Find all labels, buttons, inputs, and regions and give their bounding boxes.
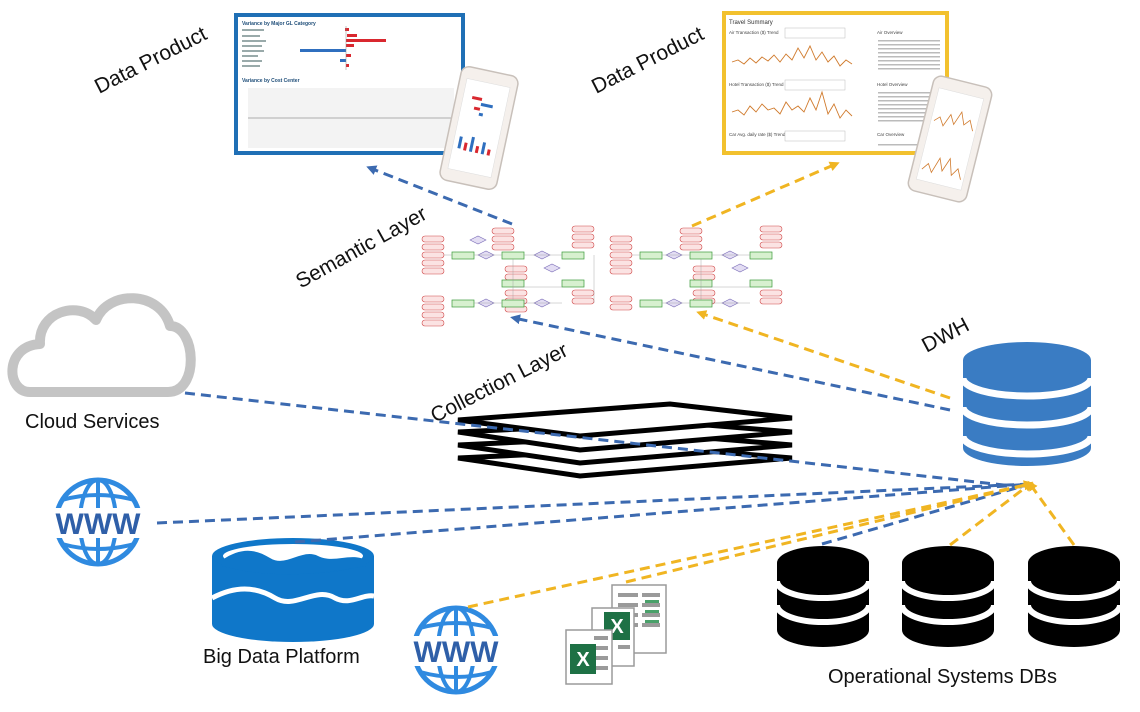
car-trend-title: Car Avg. daily rate ($) Trend	[729, 132, 786, 137]
operational-db-icon-2	[899, 546, 997, 647]
globe-www-icon-top: WWW	[46, 477, 150, 567]
left-chart1-bars	[300, 26, 386, 70]
operational-db-icon-1	[774, 546, 872, 647]
collection-layer-stack	[457, 401, 793, 479]
right-dashboard-title: Travel Summary	[729, 20, 773, 26]
air-overview-title: Air Overview	[877, 30, 903, 35]
excel-x-glyph: X	[576, 649, 590, 671]
air-trend-title: Air Transaction ($) Trend	[729, 30, 779, 35]
globe-www-icon-bottom: WWW	[404, 605, 508, 695]
phone-left-bars	[457, 95, 494, 156]
left-chart1-row-labels	[242, 29, 266, 67]
big-data-platform-label: Big Data Platform	[203, 646, 360, 668]
www-text: WWW	[414, 636, 500, 669]
hotel-overview-title: Hotel Overview	[877, 82, 908, 87]
hotel-trend-line	[731, 90, 853, 119]
operational-dbs-label: Operational Systems DBs	[828, 666, 1057, 688]
cloud-icon	[7, 293, 196, 397]
hotel-trend-title: Hotel Transaction ($) Trend	[729, 82, 784, 87]
yellow-flow-arrows	[467, 161, 1076, 609]
semantic-model-right	[609, 225, 783, 311]
data-product-left-dashboard: Variance by Major GL Category Variance b…	[234, 13, 465, 155]
phone-left	[439, 65, 519, 191]
phone-right	[907, 75, 993, 203]
left-chart2-title: Variance by Cost Center	[242, 78, 300, 84]
left-chart1-title: Variance by Major GL Category	[242, 21, 316, 27]
data-product-right-dashboard: Travel Summary Air Transaction ($) Trend…	[722, 11, 949, 155]
semantic-model-left	[421, 225, 595, 327]
blue-flow-arrows	[156, 165, 1031, 546]
air-trend-line	[731, 44, 853, 67]
dwh-database-icon	[959, 342, 1095, 466]
operational-db-icon-3	[1025, 546, 1123, 647]
excel-x-glyph: X	[610, 616, 624, 638]
excel-files-icon: X X	[565, 584, 667, 685]
car-overview-title: Car Overview	[877, 132, 905, 137]
left-chart2-bars	[248, 88, 454, 148]
big-data-platform-icon	[210, 538, 375, 642]
overview-table-rows	[878, 40, 940, 146]
cloud-services-label: Cloud Services	[25, 411, 160, 433]
www-text: WWW	[56, 508, 142, 541]
